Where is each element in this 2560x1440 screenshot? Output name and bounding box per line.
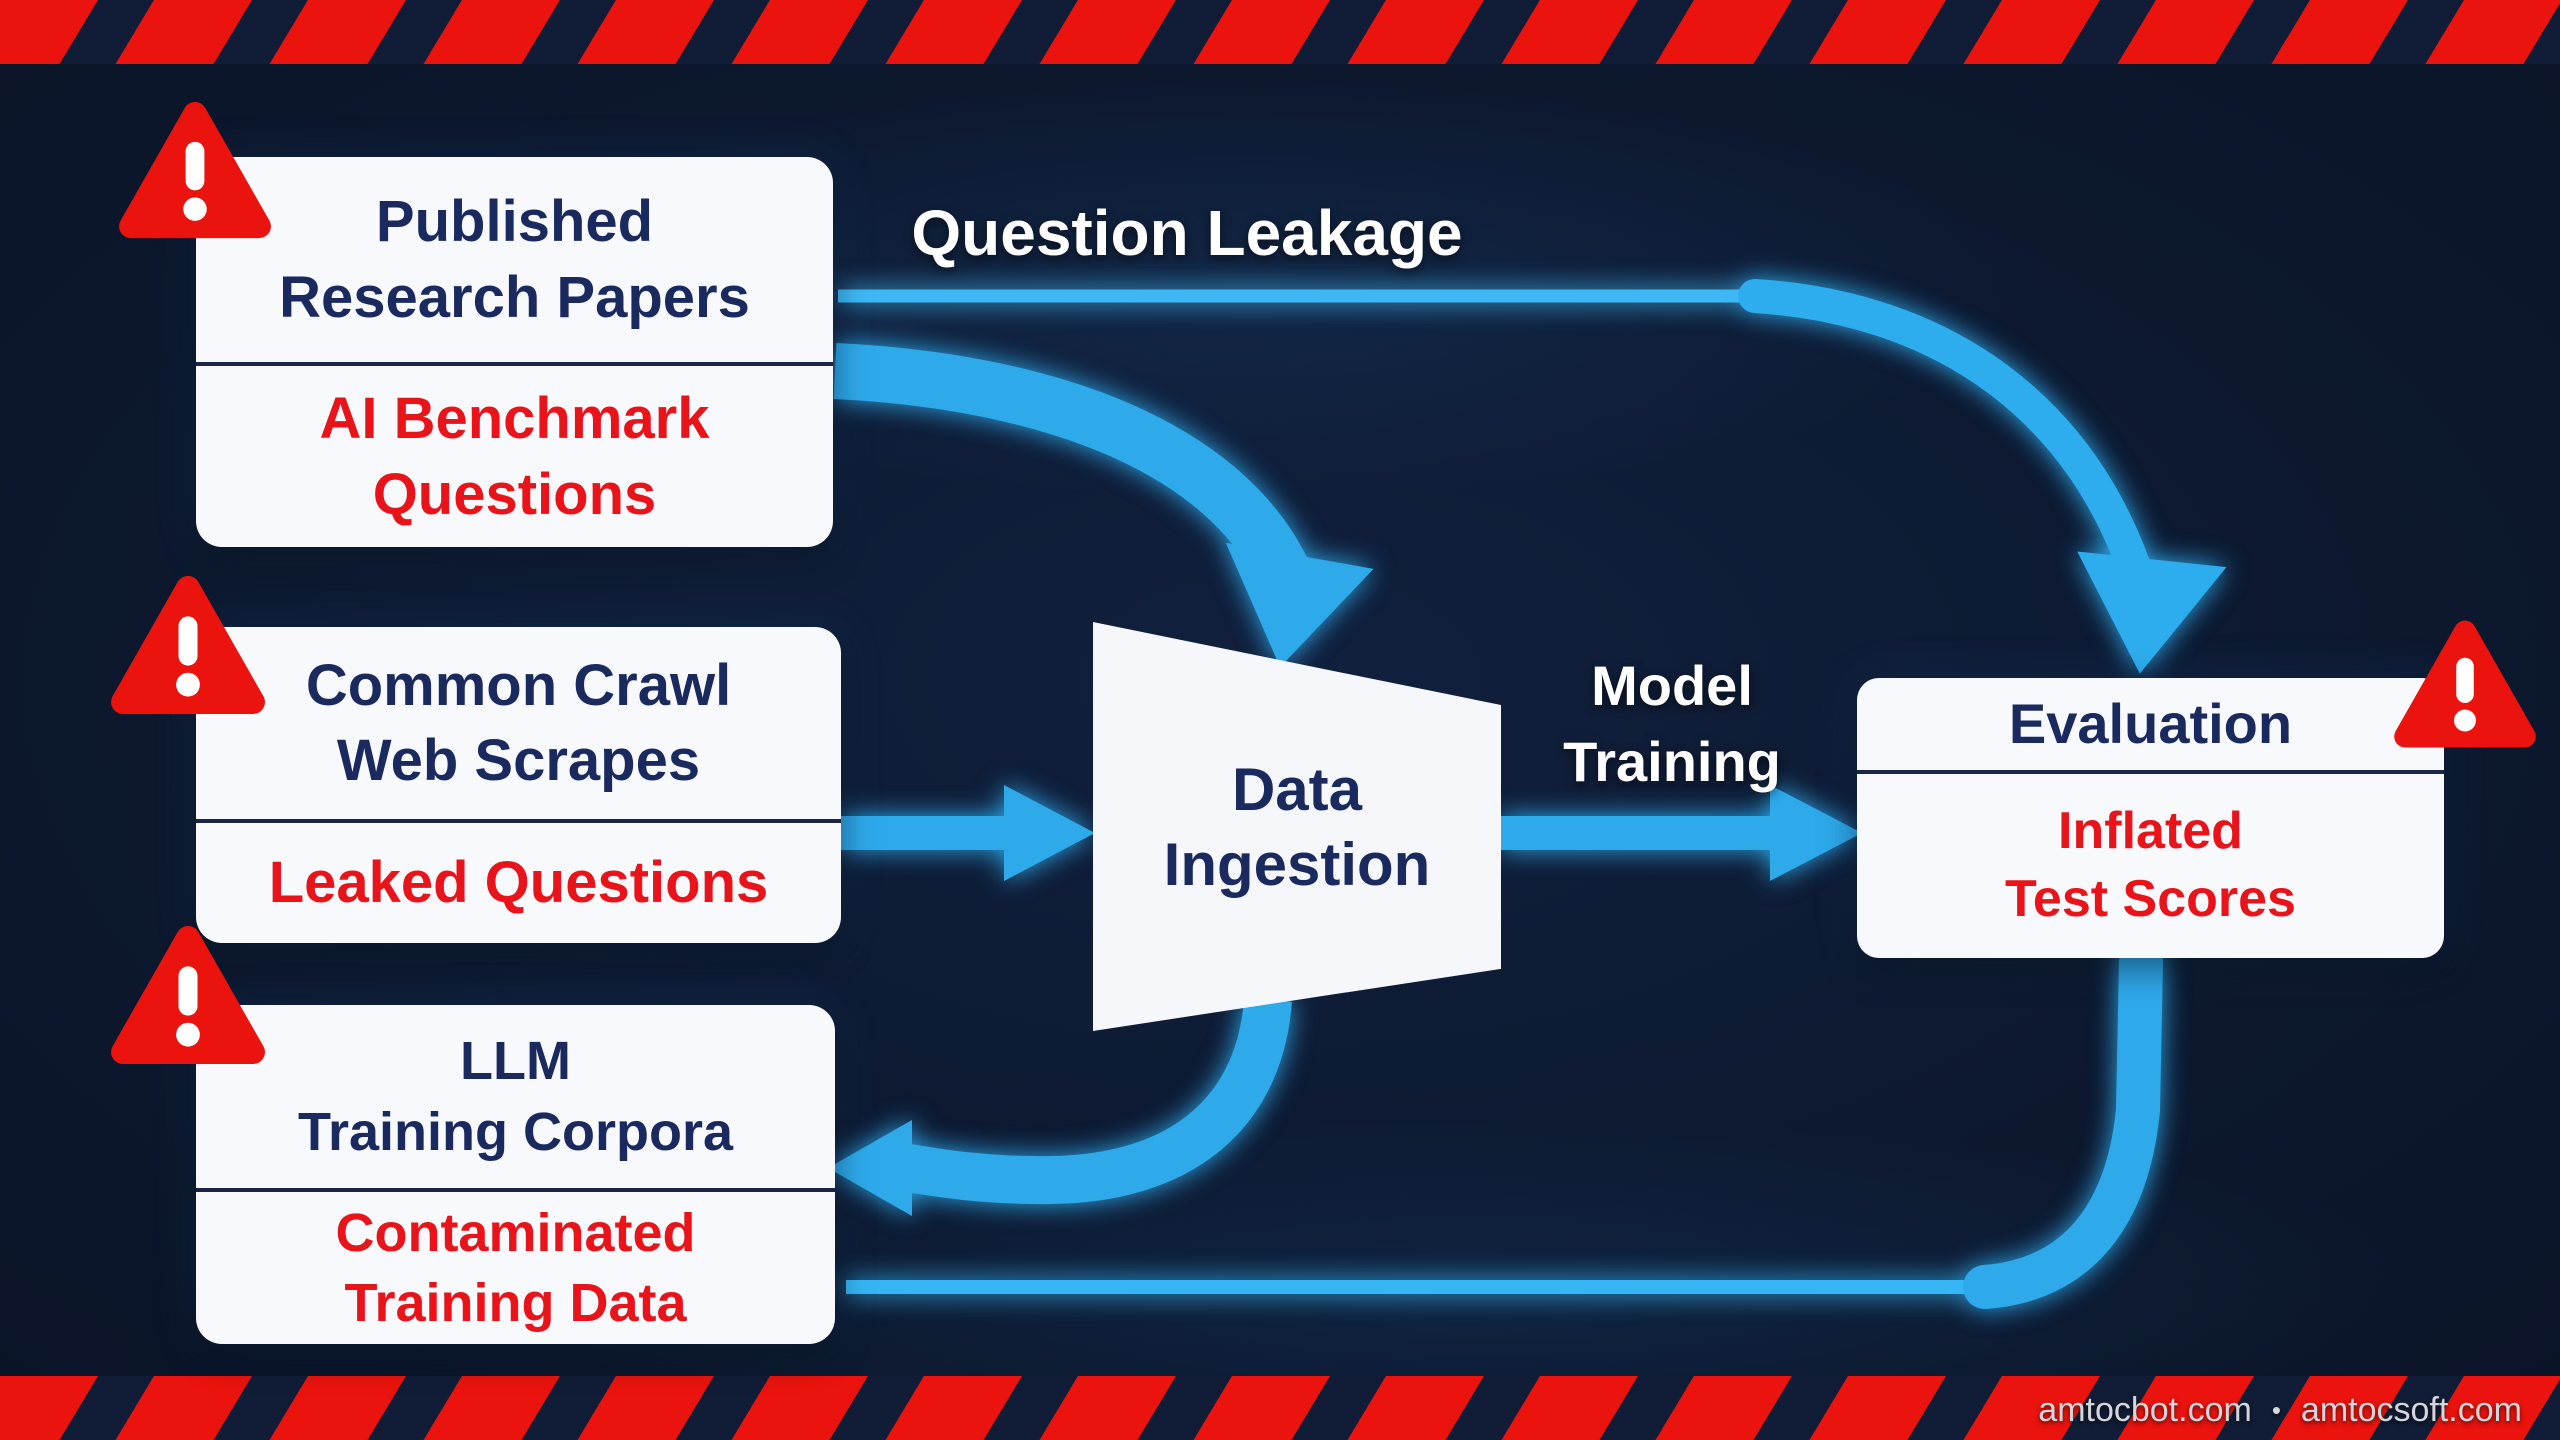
warning-icon xyxy=(119,101,271,239)
watermark: amtocbot.com • amtocsoft.com xyxy=(2038,1390,2522,1430)
node-evaluation-title-line1: Evaluation xyxy=(2008,691,2293,755)
node-published-divider xyxy=(196,362,833,366)
node-evaluation-title: Evaluation xyxy=(1857,678,2444,770)
node-published-subtitle-line1: AI Benchmark xyxy=(319,386,710,452)
node-llm-title-line1: LLM xyxy=(460,1031,571,1092)
warning-icon xyxy=(111,925,265,1065)
hazard-stripe-top xyxy=(0,0,2560,64)
arrow-question-leakage xyxy=(838,279,2227,674)
node-common-crawl-divider xyxy=(196,819,841,823)
arrow-ingestion-to-corpora xyxy=(828,997,1292,1216)
watermark-separator-dot: • xyxy=(2271,1394,2281,1425)
node-llm-title: LLM Training Corpora xyxy=(196,1005,835,1188)
node-llm-subtitle-line1: Contaminated xyxy=(335,1202,696,1263)
node-data-ingestion-line2: Ingestion xyxy=(1163,830,1431,898)
arrow-papers-to-ingestion xyxy=(833,343,1374,668)
hazard-stripe-bottom xyxy=(0,1376,2560,1440)
label-model-training-line2: Training xyxy=(1563,729,1781,793)
arrow-model-training xyxy=(1501,785,1862,881)
node-published-title: Published Research Papers xyxy=(196,157,833,362)
node-common-crawl-subtitle-line1: Leaked Questions xyxy=(268,850,769,916)
node-evaluation-divider xyxy=(1857,770,2444,774)
node-evaluation-subtitle-line1: Inflated xyxy=(2058,802,2243,861)
watermark-site-right: amtocsoft.com xyxy=(2300,1390,2522,1429)
node-common-crawl-title-line2: Web Scrapes xyxy=(336,728,701,793)
arrow-contamination-loop xyxy=(846,940,2163,1309)
label-question-leakage: Question Leakage xyxy=(911,197,1463,269)
node-published-title-line2: Research Papers xyxy=(279,264,750,330)
node-common-crawl-title: Common Crawl Web Scrapes xyxy=(196,627,841,819)
warning-icon xyxy=(2394,620,2536,748)
node-llm-subtitle: Contaminated Training Data xyxy=(196,1192,835,1344)
watermark-site-left: amtocbot.com xyxy=(2038,1390,2252,1429)
node-common-crawl-title-line1: Common Crawl xyxy=(305,652,732,718)
node-evaluation-subtitle: Inflated Test Scores xyxy=(1857,774,2444,958)
label-model-training: Model Training xyxy=(1557,648,1787,799)
node-evaluation: Evaluation Inflated Test Scores xyxy=(1857,678,2444,958)
node-published-research-papers: Published Research Papers AI Benchmark Q… xyxy=(196,157,833,547)
node-llm-subtitle-line2: Training Data xyxy=(344,1273,687,1333)
node-llm-training-corpora: LLM Training Corpora Contaminated Traini… xyxy=(196,1005,835,1344)
node-published-title-line1: Published xyxy=(375,189,654,255)
node-llm-divider xyxy=(196,1188,835,1192)
node-data-ingestion: Data Ingestion xyxy=(1093,622,1501,1031)
warning-icon xyxy=(111,575,265,715)
arrow-crawl-to-ingestion xyxy=(841,785,1095,881)
node-llm-title-line2: Training Corpora xyxy=(297,1101,734,1162)
node-common-crawl: Common Crawl Web Scrapes Leaked Question… xyxy=(196,627,841,943)
node-published-subtitle-line2: Questions xyxy=(372,461,657,527)
node-published-subtitle: AI Benchmark Questions xyxy=(196,366,833,547)
node-evaluation-subtitle-line2: Test Scores xyxy=(2005,870,2296,928)
label-model-training-line1: Model xyxy=(1591,654,1753,717)
node-data-ingestion-line1: Data xyxy=(1231,755,1363,823)
node-common-crawl-subtitle: Leaked Questions xyxy=(196,823,841,943)
